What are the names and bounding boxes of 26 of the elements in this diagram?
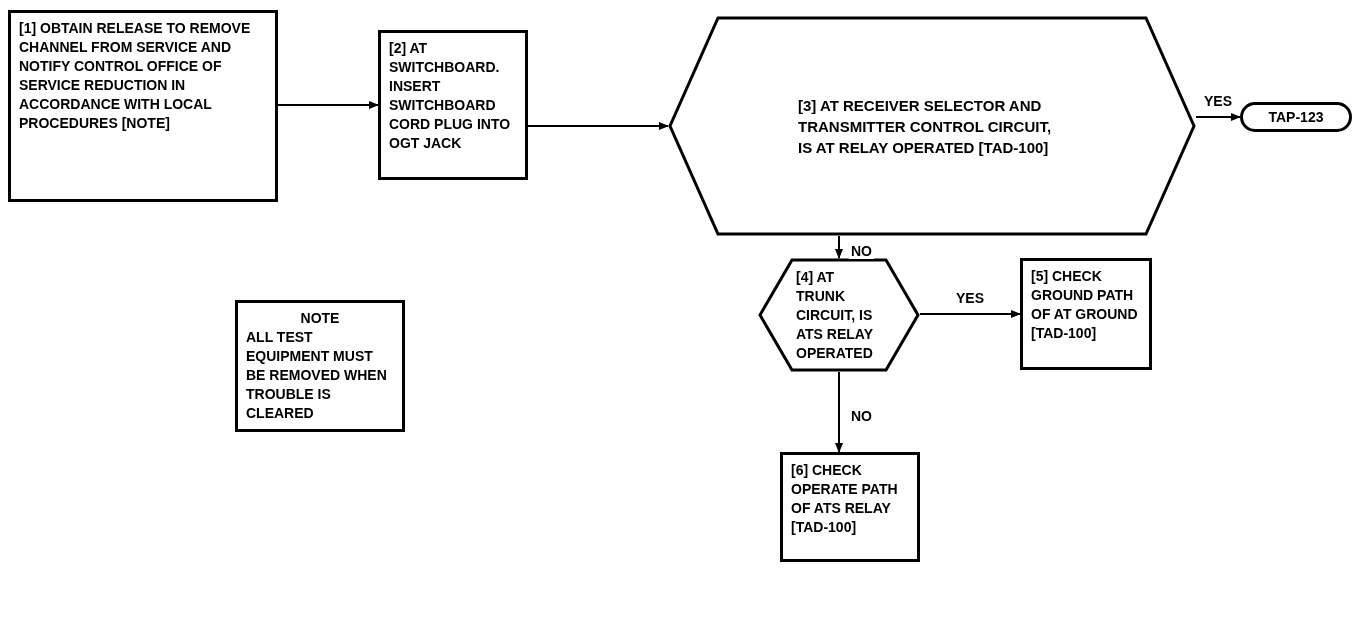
edge-label: NO [849, 408, 874, 424]
arrow [527, 122, 669, 130]
decision-hexagon [758, 258, 920, 372]
process-box [1020, 258, 1152, 370]
step-text: ALL TEST EQUIPMENT MUST BE REMOVED WHEN TROUBLE IS CLEARED [246, 328, 388, 423]
step-text: [5] CHECK GROUND PATH OF AT GROUND [TAD-100] [1031, 267, 1139, 343]
arrow [835, 371, 843, 453]
note-box [235, 300, 405, 432]
arrow [277, 101, 379, 109]
step-text: [4] AT TRUNK CIRCUIT, IS ATS RELAY OPERATED [796, 267, 874, 363]
edge-label: YES [954, 290, 986, 306]
process-box [8, 10, 278, 202]
step-text: [6] CHECK OPERATE PATH OF ATS RELAY [TAD-100] [791, 461, 899, 537]
decision-hexagon [668, 16, 1196, 236]
step-text: [2] AT SWITCHBOARD. INSERT SWITCHBOARD CORD PLUG INTO OGT JACK [389, 39, 512, 153]
terminal-label: TAP-123 [1268, 107, 1324, 127]
arrow [1195, 113, 1241, 121]
process-box [378, 30, 528, 180]
edge-label: NO [849, 243, 874, 259]
arrow [835, 235, 843, 259]
arrow [919, 310, 1021, 318]
edge-label: YES [1202, 93, 1234, 109]
note-heading: NOTE [299, 309, 341, 328]
step-text: [3] AT RECEIVER SELECTOR AND TRANSMITTER CONTROL CIRCUIT, IS AT RELAY OPERATED [TAD-100] [798, 95, 1053, 158]
process-box [780, 452, 920, 562]
step-text: [1] OBTAIN RELEASE TO REMOVE CHANNEL FROM SERVICE AND NOTIFY CONTROL OFFICE OF SERVICE REDUCTION IN ACCORDANCE WITH LOCAL PROCEDURES [NOTE] [19, 19, 252, 133]
